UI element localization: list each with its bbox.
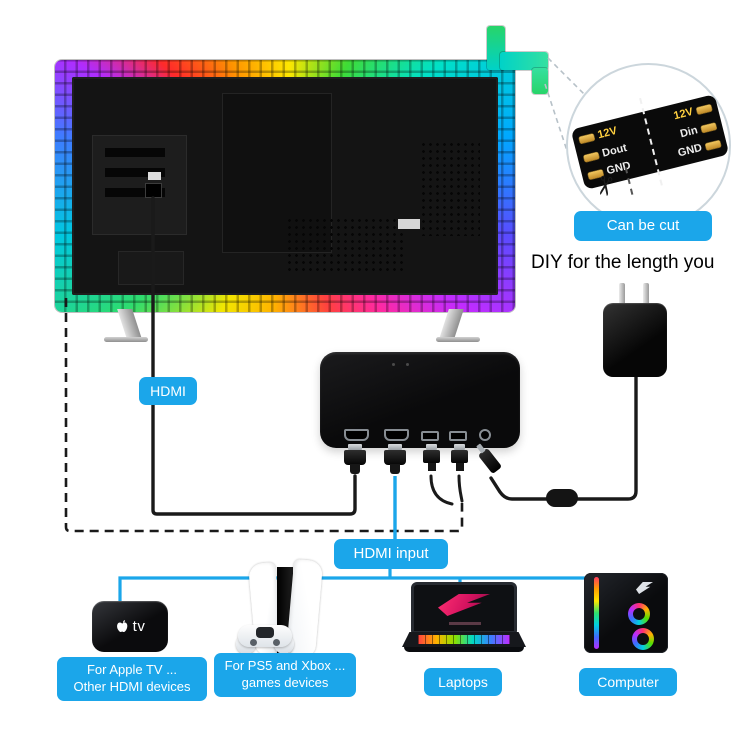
diy-caption: DIY for the length you bbox=[531, 252, 715, 273]
hdmi-label: HDMI bbox=[139, 377, 197, 406]
dc-jack bbox=[479, 429, 491, 441]
pad-label: Din bbox=[678, 123, 699, 140]
laptop-front-edge bbox=[404, 647, 524, 652]
device-distribution-lines bbox=[118, 567, 635, 601]
copper-pad bbox=[578, 133, 596, 145]
strip-closeup-circle: 12V 12V Dout Din GND GND ✂ bbox=[566, 63, 731, 228]
hdmi-sync-box bbox=[320, 352, 520, 448]
usb-plug-1 bbox=[423, 444, 440, 471]
laptops-caption: Laptops bbox=[424, 668, 502, 697]
tv-io-panel bbox=[92, 135, 187, 235]
pad-label: Dout bbox=[600, 141, 629, 160]
pc-rgb-strip bbox=[594, 577, 599, 649]
rog-logo-icon bbox=[636, 582, 653, 594]
hdmi-plug-2 bbox=[384, 444, 406, 474]
tv-port-sticker bbox=[148, 172, 161, 180]
copper-pad bbox=[583, 151, 600, 162]
usb-cable-stub-1 bbox=[429, 474, 454, 506]
pc-rgb-fan bbox=[628, 603, 650, 625]
tv-back-panel bbox=[72, 77, 498, 295]
rog-logo-icon bbox=[438, 594, 490, 616]
pad-label: 12V bbox=[596, 125, 619, 142]
pad-label: GND bbox=[676, 141, 704, 160]
tv-stand-right bbox=[439, 309, 464, 339]
led-strip-end-hook bbox=[532, 68, 548, 94]
apple-tv-logo-text: tv bbox=[132, 618, 146, 635]
usb-cable-stub-2 bbox=[457, 474, 464, 503]
gaming-laptop bbox=[402, 582, 526, 654]
copper-pad bbox=[704, 139, 722, 151]
tv-stand-foot-left bbox=[104, 337, 148, 342]
computer-caption: Computer bbox=[579, 668, 677, 697]
status-led bbox=[406, 363, 409, 366]
ps5-caption: For PS5 and Xbox ... games devices bbox=[214, 653, 356, 697]
gaming-pc-tower bbox=[584, 573, 668, 653]
controller-touchpad bbox=[256, 627, 274, 638]
hdmi-port-1 bbox=[344, 429, 369, 441]
caption-line: For PS5 and Xbox ... bbox=[224, 658, 346, 673]
hdmi-port-2 bbox=[384, 429, 409, 441]
tv-port-slot bbox=[105, 148, 165, 157]
copper-pad bbox=[700, 122, 717, 133]
tv-stand-left bbox=[117, 309, 142, 339]
tv-vent-pattern bbox=[286, 217, 406, 273]
hdmi-input-label: HDMI input bbox=[334, 539, 448, 569]
tv-vent-pattern bbox=[420, 141, 480, 236]
rog-logo-subtext bbox=[449, 622, 481, 625]
controller-stick-left bbox=[250, 639, 257, 646]
led-strip bbox=[55, 60, 515, 312]
apple-tv-device: tv bbox=[92, 601, 168, 652]
pad-label: 12V bbox=[672, 106, 695, 123]
tv-label-sticker bbox=[398, 219, 420, 229]
rgb-keyboard bbox=[418, 635, 510, 644]
copper-pad bbox=[696, 104, 713, 115]
adapter-body bbox=[603, 303, 667, 377]
hdmi-plug-1 bbox=[344, 444, 366, 474]
status-led bbox=[392, 363, 395, 366]
usb-plug-2 bbox=[451, 444, 468, 471]
power-adapter bbox=[603, 283, 667, 378]
tv-hdmi-connector bbox=[145, 183, 162, 198]
ps5-console bbox=[236, 558, 336, 662]
ps5-controller bbox=[236, 620, 294, 658]
tv-port-slot bbox=[105, 188, 165, 197]
laptop-screen bbox=[411, 582, 517, 634]
tv-port-slot bbox=[105, 168, 165, 177]
scissors-icon: ✂ bbox=[588, 172, 622, 200]
ferrite-bead bbox=[546, 489, 578, 507]
usb-port-2 bbox=[449, 431, 467, 441]
controller-stick-right bbox=[273, 639, 280, 646]
can-be-cut-label: Can be cut bbox=[574, 211, 712, 241]
caption-line: For Apple TV ... bbox=[86, 662, 178, 677]
led-strip-end-horizontal bbox=[500, 52, 548, 70]
adapter-prong bbox=[643, 283, 649, 307]
tv-stand-foot-right bbox=[436, 337, 480, 342]
pc-rgb-fan bbox=[632, 628, 654, 650]
dc-plug bbox=[477, 447, 503, 475]
apple-logo-icon bbox=[116, 619, 127, 632]
tv-sub-panel bbox=[118, 251, 184, 285]
adapter-prong bbox=[619, 283, 625, 307]
caption-line: Other HDMI devices bbox=[73, 678, 191, 694]
apple-tv-caption: For Apple TV ... Other HDMI devices bbox=[57, 657, 207, 701]
usb-port-1 bbox=[421, 431, 439, 441]
caption-line: games devices bbox=[241, 674, 329, 690]
